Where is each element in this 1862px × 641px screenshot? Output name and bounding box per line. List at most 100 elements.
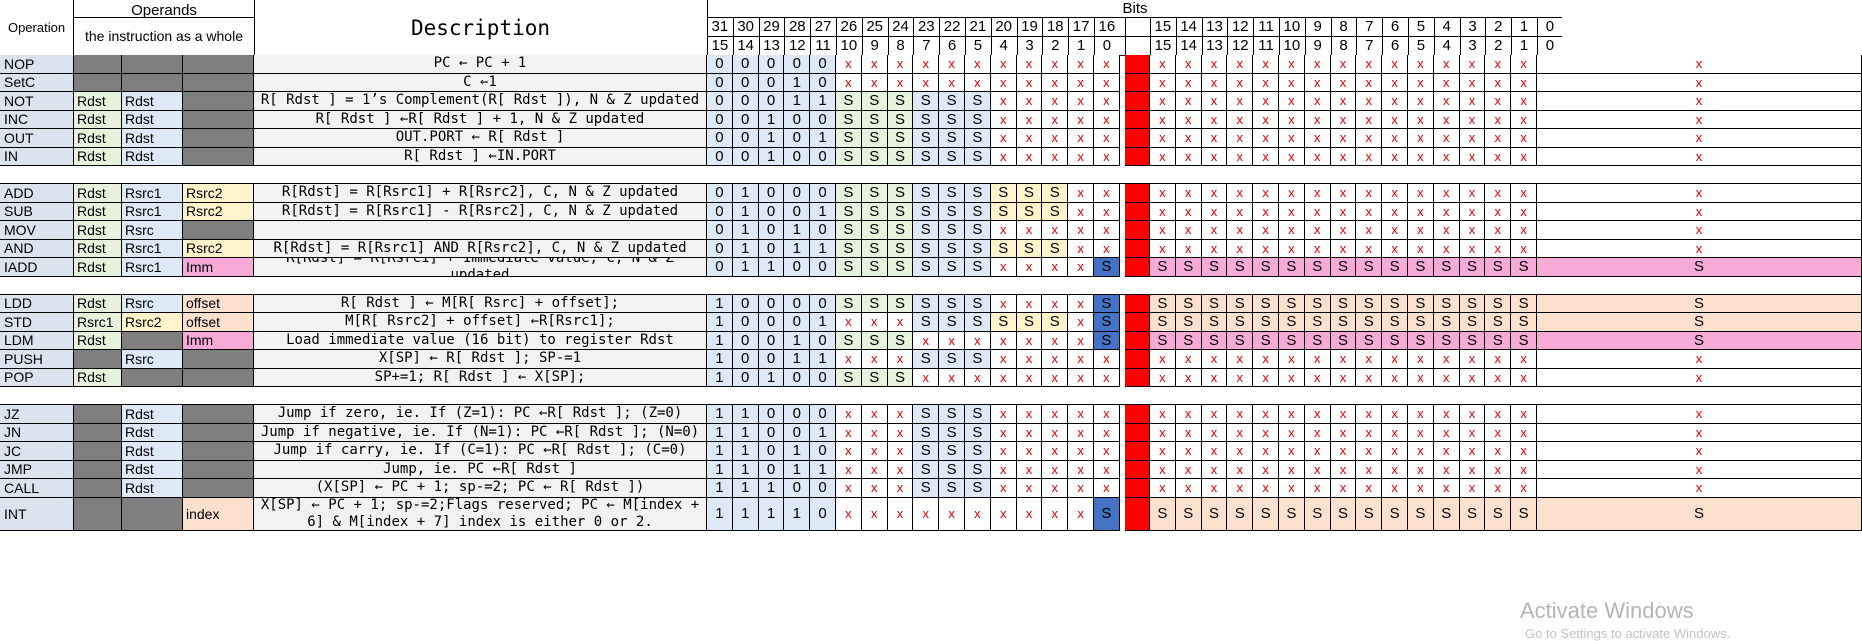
bit-cell-low[interactable]: x <box>1356 202 1383 221</box>
bit-cell-low[interactable]: x <box>1485 239 1512 258</box>
bit-cell[interactable]: S <box>836 331 862 350</box>
bit-cell[interactable]: S <box>861 258 888 277</box>
bit-cell[interactable]: S <box>1094 313 1120 332</box>
operand2-cell[interactable]: Rsrc1 <box>122 202 183 221</box>
bit-cell[interactable]: 0 <box>810 368 836 387</box>
bit-cell[interactable]: 0 <box>758 202 785 221</box>
bit-cell-low[interactable]: x <box>1511 423 1537 442</box>
bit-cell[interactable]: x <box>1068 497 1094 531</box>
bit-cell[interactable]: S <box>965 129 991 148</box>
bit-cell[interactable]: 0 <box>758 73 785 92</box>
bit-cell-low[interactable]: x <box>1485 202 1512 221</box>
bit-cell-low[interactable]: x <box>1279 55 1305 74</box>
bit-cell[interactable]: x <box>1094 350 1120 369</box>
bit-cell-low[interactable]: x <box>1330 350 1357 369</box>
bit-cell[interactable]: S <box>913 350 940 369</box>
bit-cell[interactable]: S <box>913 129 940 148</box>
bit-cell[interactable]: 0 <box>732 110 759 129</box>
bit-cell-low[interactable]: x <box>1459 147 1486 166</box>
bit-cell[interactable]: x <box>1068 294 1094 313</box>
bit-cell[interactable]: S <box>965 221 991 240</box>
operand1-cell[interactable] <box>74 55 122 74</box>
bit-cell-low[interactable]: x <box>1433 460 1460 479</box>
bit-cell[interactable]: x <box>1068 129 1094 148</box>
bit-cell-low[interactable]: S <box>1433 313 1460 332</box>
bit-cell-low[interactable]: x <box>1150 405 1176 424</box>
bit-cell-low[interactable]: x <box>1485 368 1512 387</box>
bit-cell[interactable]: 0 <box>758 92 785 111</box>
bit-cell[interactable]: x <box>1068 313 1094 332</box>
operation-cell[interactable]: CALL <box>0 479 74 498</box>
bit-cell[interactable]: S <box>913 221 940 240</box>
operand1-cell[interactable] <box>74 405 122 424</box>
bit-cell-low[interactable]: x <box>1408 73 1434 92</box>
bit-cell[interactable]: 0 <box>732 73 759 92</box>
bit-cell[interactable]: 0 <box>810 479 836 498</box>
bit-cell-low[interactable]: x <box>1382 55 1408 74</box>
bit-cell-low[interactable]: S <box>1304 497 1331 531</box>
bit-cell[interactable]: 0 <box>810 55 836 74</box>
bit-cell[interactable]: x <box>913 55 940 74</box>
bit-cell[interactable]: 0 <box>784 423 811 442</box>
operation-cell[interactable]: INT <box>0 497 74 531</box>
bit-cell[interactable]: 1 <box>810 350 836 369</box>
bit-cell-low[interactable]: x <box>1356 479 1383 498</box>
bit-cell[interactable]: x <box>990 129 1017 148</box>
bit-cell[interactable]: S <box>836 129 862 148</box>
bit-cell-low[interactable]: x <box>1356 184 1383 203</box>
bit-cell[interactable]: 1 <box>732 202 759 221</box>
bit-cell[interactable]: S <box>887 202 914 221</box>
operand1-cell[interactable]: Rdst <box>74 92 122 111</box>
bit-cell[interactable]: S <box>861 294 888 313</box>
bit-cell-low[interactable]: x <box>1150 239 1176 258</box>
bit-cell-low[interactable]: S <box>1279 313 1305 332</box>
bit-cell-low[interactable]: x <box>1175 202 1202 221</box>
description-cell[interactable]: Jump if carry, ie. If (C=1): PC ←R[ Rdst… <box>254 442 707 461</box>
bit-cell-low[interactable]: x <box>1433 202 1460 221</box>
bit-cell[interactable]: S <box>939 92 965 111</box>
bit-cell[interactable]: 0 <box>758 331 785 350</box>
operand1-cell[interactable]: Rdst <box>74 368 122 387</box>
bit-cell-low[interactable]: x <box>1175 405 1202 424</box>
bit-cell-low[interactable]: x <box>1382 184 1408 203</box>
bit-cell-low[interactable]: x <box>1279 202 1305 221</box>
bit-cell[interactable]: 0 <box>732 313 759 332</box>
bit-cell-low[interactable]: x <box>1150 129 1176 148</box>
bit-cell-low[interactable]: x <box>1201 184 1228 203</box>
description-cell[interactable] <box>254 221 707 240</box>
operand1-cell[interactable]: Rdst <box>74 147 122 166</box>
bit-cell-low[interactable]: S <box>1537 331 1862 350</box>
bit-cell[interactable]: S <box>887 129 914 148</box>
bit-cell-low[interactable]: x <box>1382 73 1408 92</box>
operand3-cell[interactable]: index <box>183 497 254 531</box>
description-cell[interactable]: X[SP] ← PC + 1; sp-=2;Flags reserved; PC… <box>254 497 707 531</box>
operation-cell[interactable]: OUT <box>0 129 74 148</box>
bit-cell[interactable]: x <box>1068 460 1094 479</box>
bit-cell[interactable]: x <box>1016 147 1043 166</box>
bit-cell-low[interactable]: S <box>1511 313 1537 332</box>
bit-cell-low[interactable]: x <box>1485 55 1512 74</box>
bit-cell-low[interactable]: x <box>1279 460 1305 479</box>
bit-cell[interactable]: S <box>861 368 888 387</box>
bit-cell-low[interactable]: S <box>1253 294 1279 313</box>
bit-cell[interactable]: 0 <box>707 92 733 111</box>
bit-cell[interactable]: x <box>1042 129 1069 148</box>
bit-cell[interactable]: x <box>1068 368 1094 387</box>
bit-cell[interactable]: x <box>836 460 862 479</box>
bit-cell-low[interactable]: x <box>1279 350 1305 369</box>
bit-cell[interactable]: S <box>913 423 940 442</box>
bit-cell-low[interactable]: x <box>1175 184 1202 203</box>
bit-cell[interactable]: 0 <box>707 184 733 203</box>
bit-cell[interactable]: 0 <box>758 221 785 240</box>
bit-cell-low[interactable]: x <box>1459 423 1486 442</box>
bit-cell-low[interactable]: S <box>1459 294 1486 313</box>
bit-cell-low[interactable]: x <box>1356 55 1383 74</box>
bit-cell-low[interactable]: x <box>1175 442 1202 461</box>
bit-cell-low[interactable]: x <box>1408 92 1434 111</box>
bit-cell[interactable]: 1 <box>758 497 785 531</box>
bit-cell-low[interactable]: x <box>1175 239 1202 258</box>
bit-cell-low[interactable]: x <box>1537 460 1862 479</box>
operand1-cell[interactable]: Rdst <box>74 331 122 350</box>
bit-cell-low[interactable]: x <box>1227 147 1254 166</box>
operand1-cell[interactable]: Rdst <box>74 221 122 240</box>
